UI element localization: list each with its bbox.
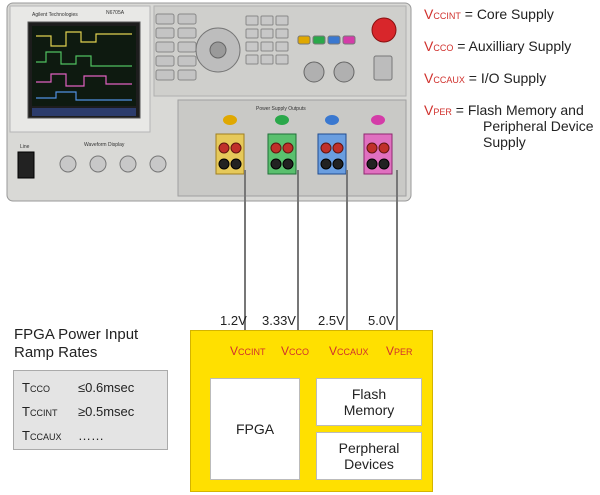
legend-desc: = I/O Supply [468,70,547,86]
ramp-title-line1: FPGA Power Input [14,326,139,343]
voltage-label-vccaux: 2.5V [318,313,345,328]
panel-title: Power Supply Outputs [256,106,306,112]
wire-vper [396,170,398,330]
legend-vccint: VCCINT = Core Supply [424,6,554,22]
wire-vccaux [346,170,348,330]
rail-label-vcco: VCCO [281,344,310,358]
legend-subscript: CCO [433,43,454,53]
ramp-val-tcco: ≤0.6msec [78,380,135,395]
flash-memory-box: Flash Memory [316,378,422,426]
channel-2-terminals [267,115,297,175]
voltage-label-vper: 5.0V [368,313,395,328]
line-label: Line [20,144,30,150]
rail-label-vccint: VCCINT [230,344,266,358]
channel-4-terminals [363,115,393,175]
channel-1-terminals [215,115,245,175]
wire-vcco [297,170,299,330]
legend-vper-line3: Supply [483,134,526,150]
ramp-rates-box [13,370,168,450]
rail-label-vccaux: VCCAUX [329,344,369,358]
legend-vccaux: VCCAUX = I/O Supply [424,70,546,86]
legend-symbol: V [424,70,434,86]
flash-line2: Memory [343,402,395,418]
legend-desc: = Core Supply [464,6,554,22]
wire-vccint [244,170,246,330]
model-text: N6705A [106,10,125,16]
voltage-label-vcco: 3.33V [262,313,296,328]
ramp-title-line2: Ramp Rates [14,344,98,361]
legend-vper-line2: Peripheral Device [483,118,594,134]
brand-text: Agilent Technologies [32,12,78,18]
legend-symbol: V [424,6,434,22]
periph-line2: Devices [344,456,394,472]
ramp-row-tcco: TCCO [22,380,50,395]
periph-line1: Perpheral [338,440,400,456]
legend-vcco: VCCO = Auxilliary Supply [424,38,571,54]
legend-subscript: CCINT [433,11,461,21]
legend-vper: VPER = Flash Memory and [424,102,584,118]
ramp-val-tccint: ≥0.5msec [78,404,135,419]
legend-subscript: PER [433,107,452,117]
legend-subscript: CCAUX [433,75,465,85]
voltage-label-vccint: 1.2V [220,313,247,328]
voltage-knob [303,61,325,83]
legend-desc: = Auxilliary Supply [457,38,572,54]
flash-line1: Flash [351,386,387,402]
current-knob [333,61,355,83]
fpga-chip: FPGA [210,378,300,480]
line-switch [17,151,35,179]
legend-symbol: V [424,38,434,54]
instrument-drawing: Agilent Technologies N6705A [6,2,412,202]
rail-label-vper: VPER [386,344,413,358]
peripheral-devices-box: Perpheral Devices [316,432,422,480]
legend-symbol: V [424,102,434,118]
legend-desc: = Flash Memory and [455,102,584,118]
off-button [371,17,397,43]
channel-3-terminals [317,115,347,175]
ramp-row-tccint: TCCINT [22,404,58,419]
power-supply-instrument: Agilent Technologies N6705A [6,2,412,202]
fpga-chip-label: FPGA [235,421,275,437]
waveform-label: Waveform Display [84,142,125,148]
ramp-row-tccaux: TCCAUX [22,428,62,443]
ramp-val-tccaux: …… [78,428,104,443]
